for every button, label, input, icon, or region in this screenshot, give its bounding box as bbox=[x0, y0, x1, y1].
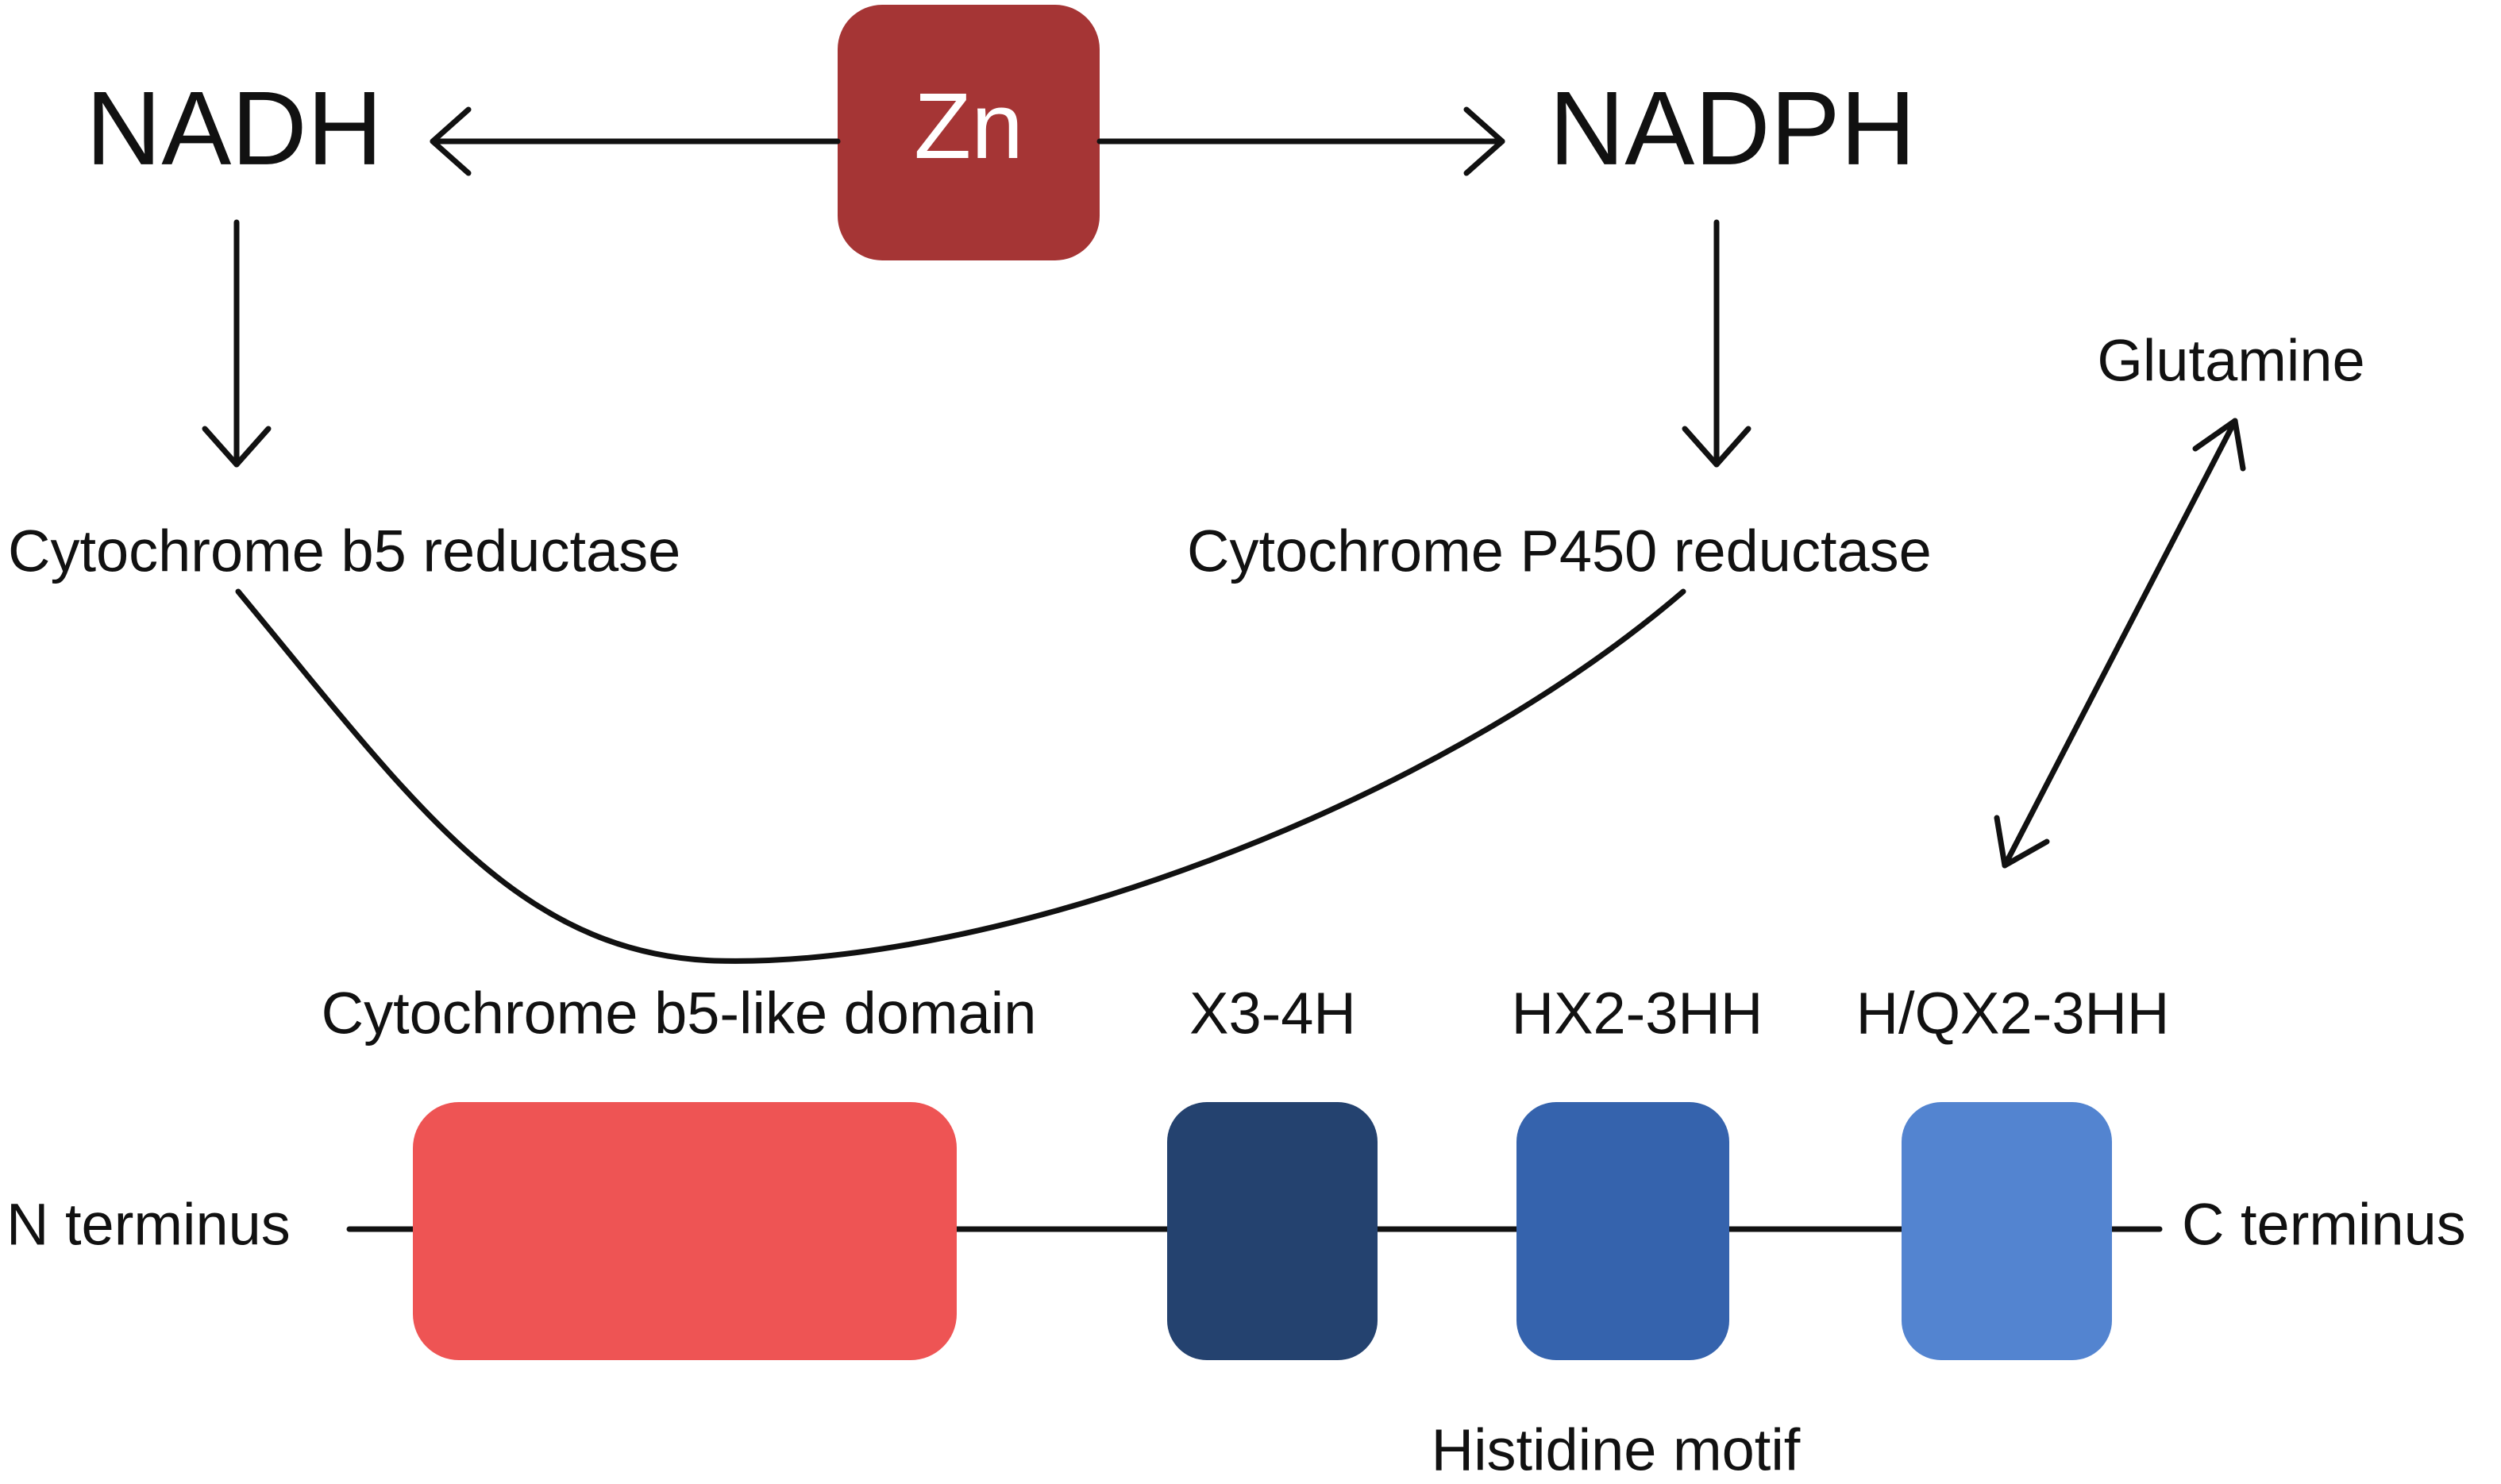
arrow-nadph-to-p450-reductase-head bbox=[1682, 426, 1751, 468]
histidine-motif-label: Histidine motif bbox=[1432, 1417, 1801, 1483]
motif3-label: H/QX2-3HH bbox=[1856, 981, 2170, 1047]
cytochrome-p450-reductase-label: Cytochrome P450 reductase bbox=[1187, 518, 1932, 584]
motif1-box bbox=[1167, 1102, 1378, 1360]
arrow-glutamine-head bbox=[2192, 418, 2246, 472]
nadph-label: NADPH bbox=[1549, 70, 1916, 187]
zn-box bbox=[838, 5, 1100, 260]
motif2-label: HX2-3HH bbox=[1512, 981, 1763, 1047]
c-terminus-label: C terminus bbox=[2182, 1192, 2466, 1258]
nadh-label: NADH bbox=[86, 70, 383, 187]
reductase-connection-curve bbox=[235, 588, 1686, 964]
motif3-box bbox=[1902, 1102, 2112, 1360]
arrow-nadh-to-b5-reductase-head bbox=[202, 426, 272, 468]
arrow-zn-to-nadph-head bbox=[1463, 106, 1505, 176]
n-terminus-label: N terminus bbox=[6, 1192, 291, 1258]
b5-like-domain-box bbox=[413, 1102, 957, 1360]
arrow-glutamine-histidine bbox=[2002, 418, 2238, 869]
glutamine-label: Glutamine bbox=[2097, 328, 2364, 394]
cytochrome-b5-reductase-label: Cytochrome b5 reductase bbox=[8, 518, 680, 584]
arrow-zn-to-nadh-head bbox=[430, 106, 472, 176]
arrow-histidine-head bbox=[1994, 815, 2050, 869]
motif1-label: X3-4H bbox=[1189, 981, 1356, 1047]
zn-label: Zn bbox=[914, 74, 1023, 179]
motif2-box bbox=[1516, 1102, 1729, 1360]
b5-like-domain-label: Cytochrome b5-like domain bbox=[322, 981, 1037, 1047]
